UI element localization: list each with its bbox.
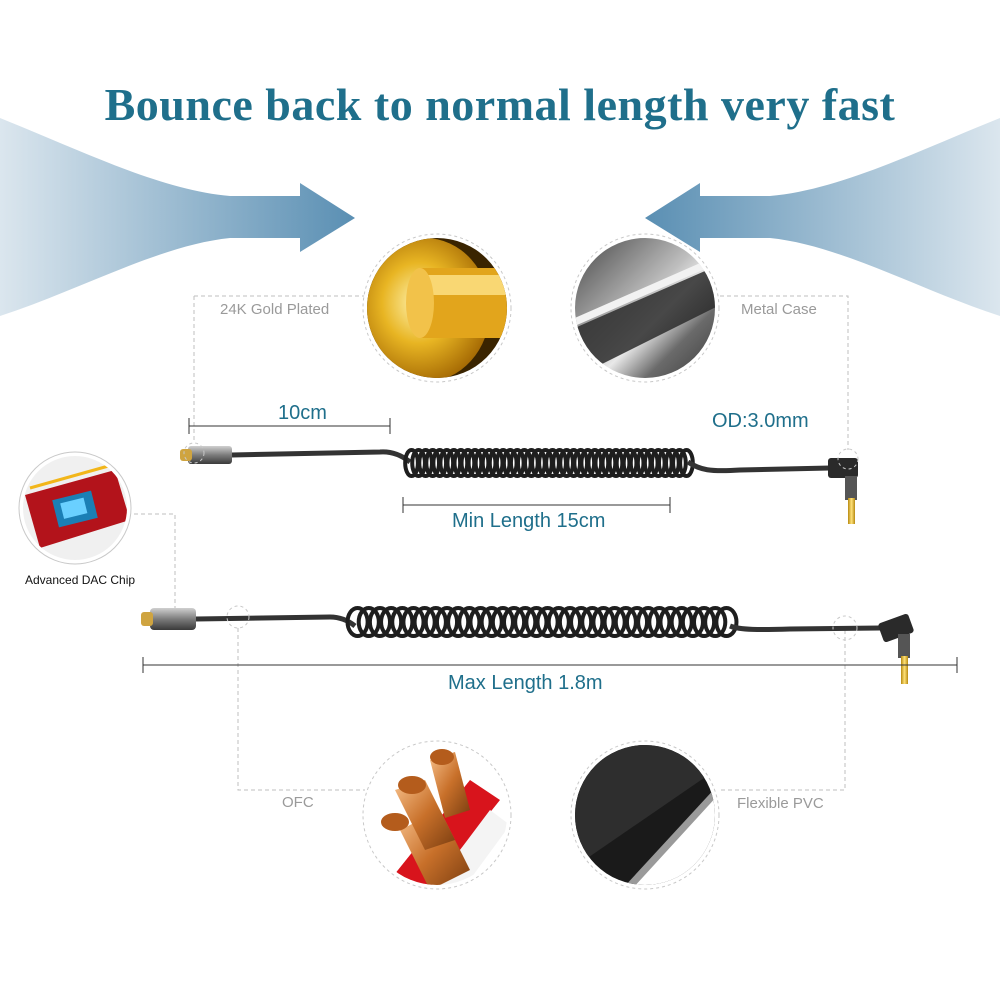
coil-loop (569, 606, 594, 638)
headline: Bounce back to normal length very fast (104, 79, 896, 130)
gold-plug-icon (362, 233, 512, 383)
outer-diameter-label: OD:3.0mm (712, 410, 809, 432)
coil-loop (367, 606, 392, 638)
pvc-jacket-icon (570, 740, 720, 890)
coil-loop (669, 606, 694, 638)
right-arrow-shape (645, 118, 1000, 316)
coil-loop (379, 606, 404, 638)
coil-loop (401, 606, 426, 638)
callout-gold: 24K Gold Plated (220, 301, 330, 318)
callout-ofc: OFC (282, 794, 314, 811)
coil-loop (490, 606, 515, 638)
coil-loop (513, 606, 538, 638)
callout-pvc: Flexible PVC (737, 795, 824, 812)
coil-loop (345, 606, 370, 638)
coil-loop (692, 606, 717, 638)
coil-loop (446, 606, 471, 638)
coil-loop (479, 606, 504, 638)
coil-loop (356, 606, 381, 638)
callout-metal: Metal Case (741, 301, 817, 318)
coil-loop (671, 448, 688, 478)
coil-loop (647, 606, 672, 638)
coil-loop (412, 606, 437, 638)
coil-loop (390, 606, 415, 638)
coil-loop (502, 606, 527, 638)
coil-loop (580, 606, 605, 638)
coil-loop (546, 606, 571, 638)
metal-case-icon (570, 233, 720, 383)
coil-loop (613, 606, 638, 638)
long-cable-illustration (141, 606, 914, 684)
coil-loop (624, 606, 650, 638)
dac-chip-icon (18, 451, 132, 565)
coil-loop (680, 606, 705, 638)
coil-loop (636, 606, 661, 638)
callout-dac: Advanced DAC Chip (25, 573, 136, 587)
coil-loop (703, 606, 728, 638)
coil-loop (535, 606, 560, 638)
coil-loop (468, 606, 493, 638)
coil-loop (591, 606, 616, 638)
coil-loop (658, 606, 683, 638)
left-arrow-shape (0, 118, 355, 316)
max-length-label: Max Length 1.8m (448, 672, 603, 694)
coil-loop (457, 606, 482, 638)
connector-length-label: 10cm (278, 402, 327, 424)
copper-wire-icon (362, 740, 512, 890)
coil-loop (524, 606, 549, 638)
coil-loop (602, 606, 627, 638)
coil-loop (714, 606, 739, 638)
min-length-label: Min Length 15cm (452, 510, 606, 532)
coil-loop (557, 606, 582, 638)
short-cable-illustration (180, 446, 858, 524)
coil-loop (434, 606, 460, 638)
coil-loop (423, 606, 448, 638)
dimension-lines (142, 418, 958, 673)
